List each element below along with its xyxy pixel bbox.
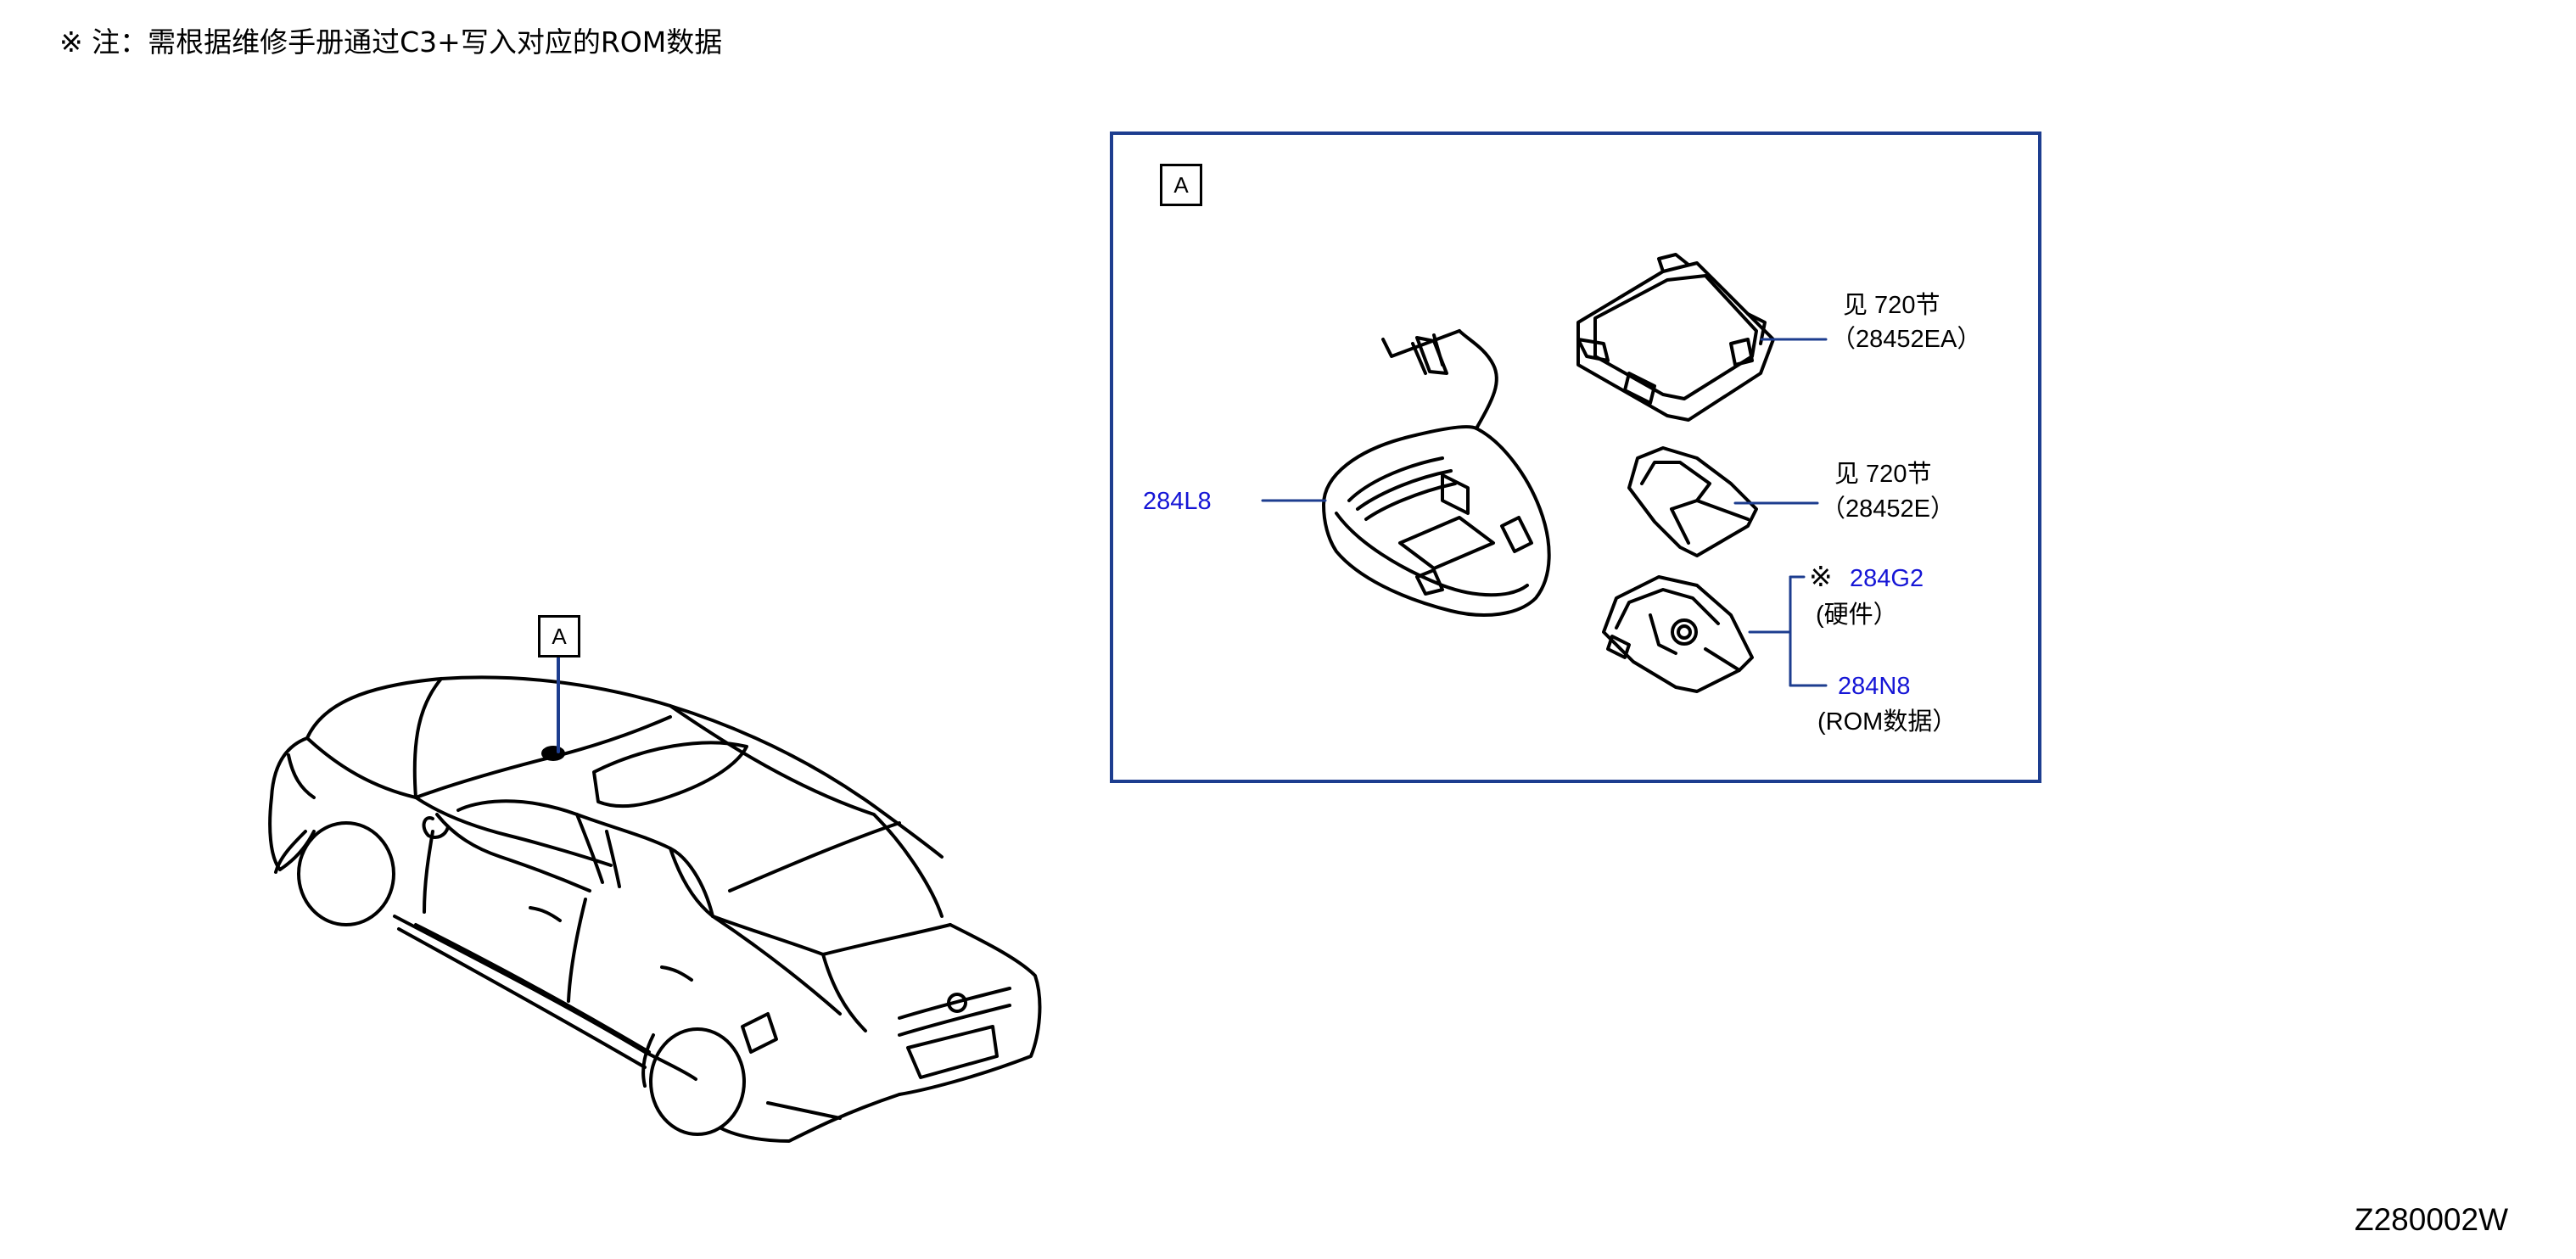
detail-view-frame [1110, 131, 2041, 783]
callout-a-detail: A [1160, 164, 1202, 206]
part-284L8-drawing [1322, 329, 1551, 617]
part-28452E-drawing [1627, 446, 1758, 557]
part-link-284L8[interactable]: 284L8 [1143, 488, 1212, 515]
part-link-284N8[interactable]: 284N8 [1838, 673, 1911, 700]
rom-required-mark: ※ [1809, 561, 1833, 592]
part-desc-hardware: (硬件） [1816, 602, 1898, 629]
part-number-28452E: （28452E） [1821, 495, 1955, 523]
part-number-28452EA: （28452EA） [1831, 326, 1982, 353]
section-ref-720-a: 见 720节 [1843, 292, 1940, 319]
section-ref-720-b: 见 720节 [1834, 461, 1932, 488]
part-28452EA-drawing [1576, 253, 1775, 422]
part-desc-rom-data: (ROM数据） [1817, 708, 1957, 736]
part-link-284G2[interactable]: 284G2 [1850, 565, 1924, 592]
instruction-note: ※ 注：需根据维修手册通过C3+写入对应的ROM数据 [59, 25, 723, 59]
vehicle-illustration [268, 675, 1042, 1143]
diagram-id: Z280002W [2355, 1202, 2508, 1237]
part-284G2-drawing [1602, 575, 1754, 693]
callout-a-overview: A [538, 615, 580, 657]
